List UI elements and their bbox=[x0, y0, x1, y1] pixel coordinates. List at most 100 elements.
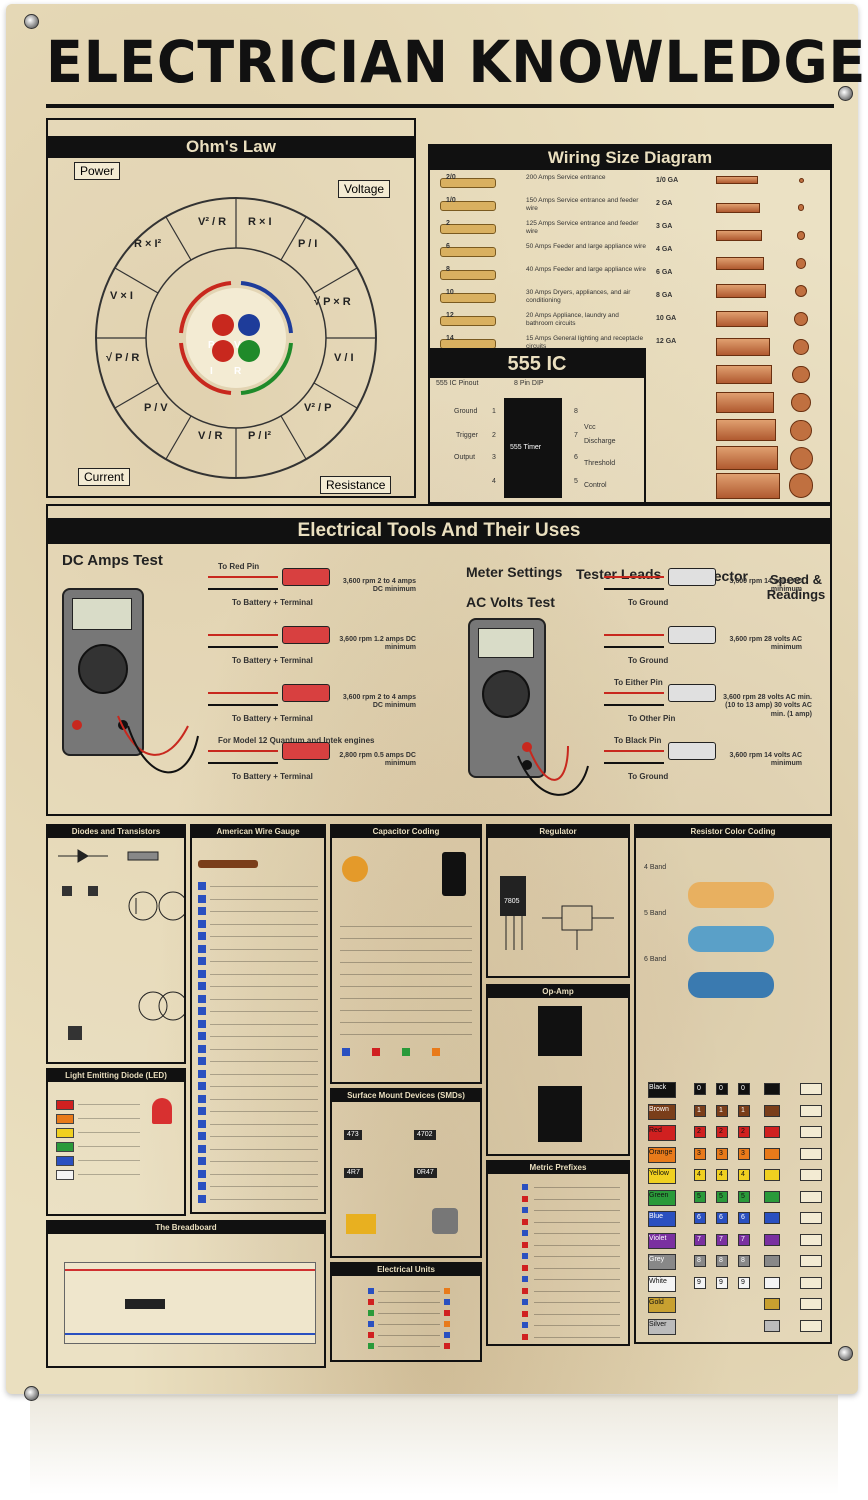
opamp-chip-1 bbox=[538, 1006, 582, 1056]
awg-row bbox=[210, 1198, 318, 1200]
color-swatch bbox=[648, 1168, 676, 1184]
led-color-swatch bbox=[56, 1156, 74, 1166]
ic555-sub1: 555 IC Pinout bbox=[436, 380, 479, 387]
resistor-5band bbox=[688, 926, 774, 952]
lead-bottom-label: To Ground bbox=[628, 656, 669, 665]
awg-swatch bbox=[198, 1082, 206, 1090]
regulator-heading: Regulator bbox=[488, 826, 628, 838]
tolerance-cell bbox=[800, 1083, 822, 1095]
digit-cell bbox=[738, 1126, 750, 1138]
color-name: Orange bbox=[649, 1148, 673, 1156]
prefix-heading: Metric Prefixes bbox=[488, 1162, 628, 1174]
breadboard-panel: The Breadboard bbox=[46, 1220, 326, 1368]
prefix-swatch bbox=[522, 1264, 528, 1271]
connector bbox=[668, 626, 716, 644]
capacitor-heading: Capacitor Coding bbox=[332, 826, 480, 838]
lead-top-label: To Red Pin bbox=[218, 562, 260, 571]
multiplier-cell bbox=[764, 1126, 780, 1138]
tolerance-cell bbox=[800, 1212, 822, 1224]
capacitor-row bbox=[340, 938, 472, 939]
band-label-5: 5 Band bbox=[644, 910, 667, 917]
led-row bbox=[78, 1118, 140, 1119]
capacitor-row bbox=[340, 1022, 472, 1023]
multiplier-cell bbox=[764, 1212, 780, 1224]
regulator-panel: Regulator 7805 bbox=[486, 824, 630, 978]
led-row bbox=[78, 1132, 140, 1133]
digit-cell bbox=[694, 1233, 706, 1246]
wiring-heading: Wiring Size Diagram bbox=[430, 146, 830, 170]
awg-swatch bbox=[198, 982, 206, 990]
wire-size: 10 GA bbox=[656, 315, 677, 322]
wire-cross-section bbox=[716, 392, 774, 413]
color-swatch bbox=[648, 1275, 676, 1292]
wire-cross-section bbox=[716, 176, 758, 184]
pin-right-8: Vcc bbox=[584, 424, 596, 431]
prefix-row bbox=[534, 1221, 620, 1223]
color-name: Silver bbox=[649, 1320, 667, 1328]
digit-cell bbox=[738, 1190, 750, 1203]
strand-bundle bbox=[791, 392, 811, 413]
color-name: Brown bbox=[649, 1105, 669, 1113]
awg-row bbox=[210, 1061, 318, 1062]
ic555-chip-label: 555 Timer bbox=[510, 444, 542, 451]
digit-value: 8 bbox=[697, 1257, 701, 1264]
led-row bbox=[78, 1160, 140, 1161]
connector bbox=[668, 568, 716, 586]
tolerance-cell bbox=[800, 1298, 822, 1310]
prefix-row bbox=[534, 1244, 620, 1246]
unit-swatch bbox=[368, 1310, 374, 1316]
digit-cell bbox=[738, 1255, 750, 1267]
capacitor-swatch bbox=[402, 1048, 410, 1056]
ohms-law-panel: Ohm's Law P V I R V² / R R bbox=[46, 118, 416, 498]
digit-value: 7 bbox=[741, 1235, 745, 1243]
pin-right-6: Threshold bbox=[584, 460, 616, 467]
wire-cross-section bbox=[716, 473, 780, 499]
led-color-swatch bbox=[56, 1100, 74, 1110]
pin-left-2: Trigger bbox=[456, 432, 478, 439]
digit-cell bbox=[738, 1233, 750, 1246]
pin-num-6: 6 bbox=[574, 454, 578, 461]
awg-swatch bbox=[198, 1169, 206, 1178]
digit-cell bbox=[694, 1212, 706, 1224]
led-color-swatch bbox=[56, 1142, 74, 1152]
pin-left-3: Output bbox=[454, 454, 476, 461]
unit-swatch bbox=[368, 1288, 374, 1294]
awg-swatch bbox=[198, 1032, 206, 1040]
unit-swatch bbox=[444, 1299, 450, 1305]
capacitor-swatch bbox=[372, 1048, 380, 1056]
strand-bundle bbox=[790, 419, 812, 441]
tolerance-cell bbox=[800, 1319, 822, 1332]
led-color-swatch bbox=[56, 1114, 74, 1124]
digit-value: 5 bbox=[719, 1192, 723, 1200]
digit-value: 1 bbox=[741, 1106, 745, 1114]
formula-2: R × I bbox=[248, 216, 272, 228]
unit-row bbox=[378, 1302, 440, 1303]
pin-right-7: Discharge bbox=[584, 438, 616, 445]
awg-row bbox=[210, 1123, 318, 1125]
digit-cell bbox=[716, 1255, 728, 1267]
color-swatch bbox=[648, 1082, 676, 1098]
awg-row bbox=[210, 948, 318, 950]
awg-row bbox=[210, 1098, 318, 1100]
unit-swatch bbox=[444, 1288, 450, 1294]
prefix-swatch bbox=[522, 1184, 528, 1190]
resistor-heading: Resistor Color Coding bbox=[636, 826, 830, 838]
prefix-row bbox=[534, 1187, 620, 1188]
pin-right-5: Control bbox=[584, 482, 607, 489]
pin-num-3: 3 bbox=[492, 454, 496, 461]
lead-top-label: For Model 12 Quantum and Intek engines bbox=[218, 736, 375, 745]
wire-cross-section bbox=[716, 257, 764, 270]
awg-swatch bbox=[198, 1157, 206, 1165]
pin-num-4: 4 bbox=[492, 478, 496, 485]
wire-size: 8 GA bbox=[656, 292, 673, 299]
formula-6: V² / P bbox=[304, 402, 332, 414]
pin-num-1: 1 bbox=[492, 408, 496, 415]
capacitor-row bbox=[340, 1034, 472, 1035]
tolerance-cell bbox=[800, 1233, 822, 1246]
color-swatch bbox=[648, 1189, 676, 1206]
ic555-sub2: 8 Pin DIP bbox=[514, 380, 544, 387]
formula-10: √ P / R bbox=[106, 352, 140, 364]
prefix-row bbox=[534, 1313, 620, 1315]
black-lead-arrow bbox=[208, 762, 278, 764]
multiplier-cell bbox=[764, 1083, 780, 1095]
